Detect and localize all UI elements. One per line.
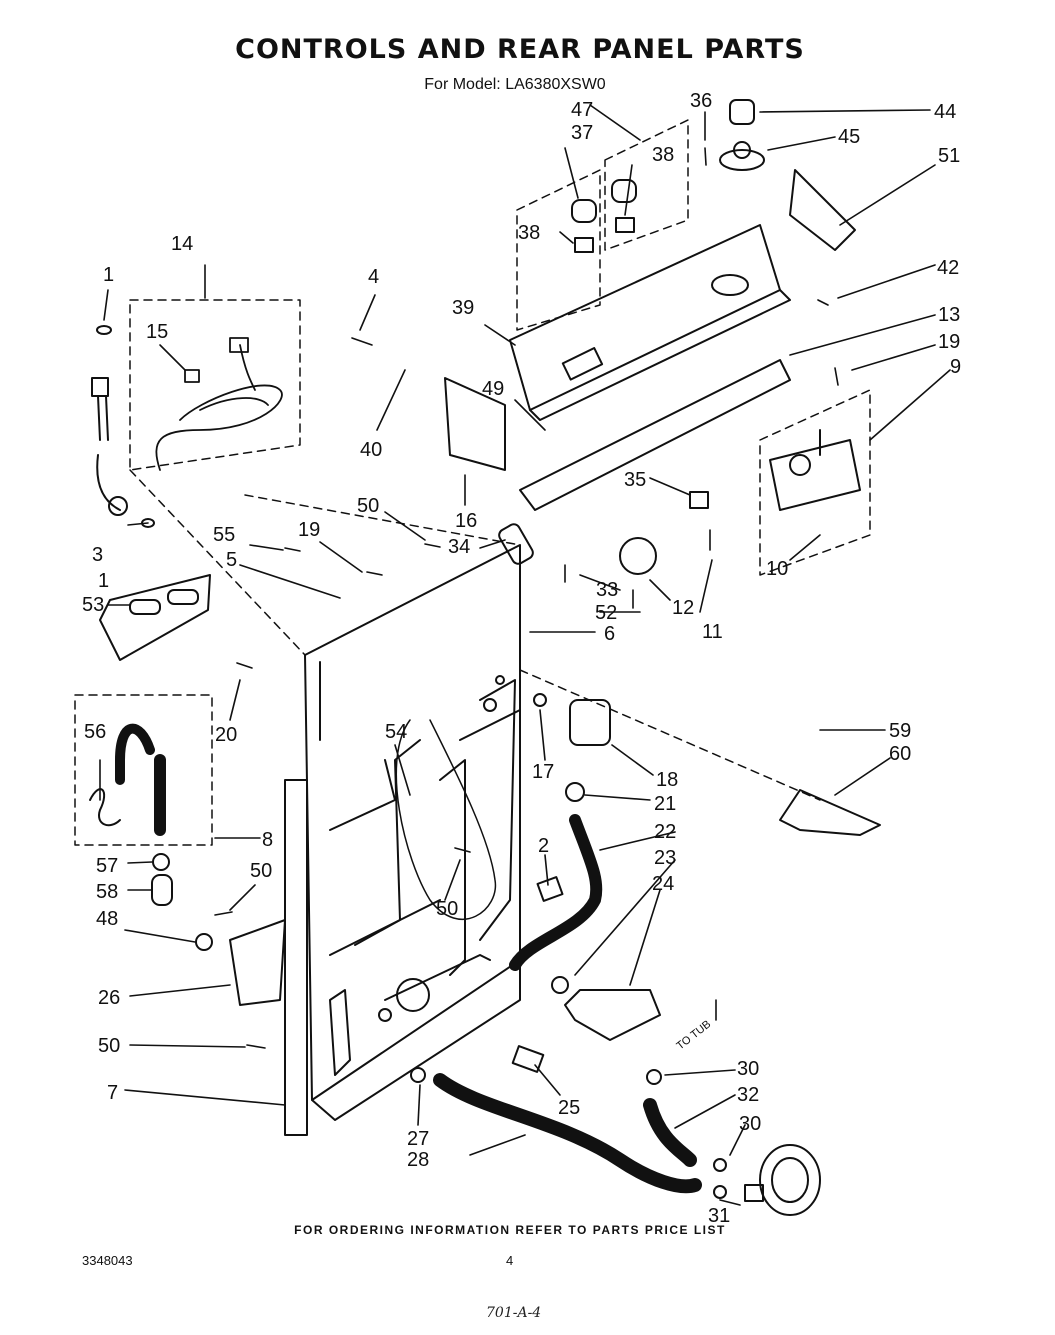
model-line: For Model: LA6380XSW0 bbox=[424, 76, 606, 93]
callout-38-left: 38 bbox=[518, 222, 540, 244]
to-tub-label: TO TUB bbox=[674, 1018, 713, 1052]
callout-24: 24 bbox=[652, 873, 674, 895]
callout-20: 20 bbox=[215, 724, 237, 746]
callout-4: 4 bbox=[368, 266, 379, 288]
callout-labels: 1 1 2 3 4 5 6 7 8 9 10 11 12 13 14 15 16… bbox=[82, 90, 961, 1227]
callout-30-bottom: 30 bbox=[739, 1113, 761, 1135]
callout-33: 33 bbox=[596, 579, 618, 601]
callout-51: 51 bbox=[938, 145, 960, 167]
callout-3: 3 bbox=[92, 544, 103, 566]
handwritten-mark: 701-A-4 bbox=[486, 1305, 542, 1321]
inlet-hose bbox=[91, 325, 155, 528]
callout-7: 7 bbox=[107, 1082, 118, 1104]
callout-56: 56 bbox=[84, 721, 106, 743]
callout-17: 17 bbox=[532, 761, 554, 783]
callout-31: 31 bbox=[708, 1205, 730, 1227]
callout-19-left: 19 bbox=[298, 519, 320, 541]
callout-2: 2 bbox=[538, 835, 549, 857]
callout-21: 21 bbox=[654, 793, 676, 815]
callout-35: 35 bbox=[624, 469, 646, 491]
callout-9: 9 bbox=[950, 356, 961, 378]
callout-42: 42 bbox=[937, 257, 959, 279]
document-number: 3348043 bbox=[82, 1253, 133, 1268]
callout-1-top: 1 bbox=[103, 264, 114, 286]
callout-18: 18 bbox=[656, 769, 678, 791]
callout-5: 5 bbox=[226, 549, 237, 571]
callout-26: 26 bbox=[98, 987, 120, 1009]
misc-parts bbox=[99, 169, 881, 1199]
callout-15: 15 bbox=[146, 321, 168, 343]
callout-32: 32 bbox=[737, 1084, 759, 1106]
callout-50-top: 50 bbox=[357, 495, 379, 517]
knobs bbox=[571, 99, 765, 253]
rear-panel bbox=[304, 544, 521, 1121]
callout-38-right: 38 bbox=[652, 144, 674, 166]
callout-27: 27 bbox=[407, 1128, 429, 1150]
callout-40: 40 bbox=[360, 439, 382, 461]
page-number: 4 bbox=[506, 1253, 514, 1268]
callout-37: 37 bbox=[571, 122, 593, 144]
callout-47: 47 bbox=[571, 99, 593, 121]
callout-14: 14 bbox=[171, 233, 193, 255]
power-cord bbox=[155, 337, 283, 471]
callout-34: 34 bbox=[448, 536, 470, 558]
callout-50-left: 50 bbox=[250, 860, 272, 882]
callout-28: 28 bbox=[407, 1149, 429, 1171]
callout-53: 53 bbox=[82, 594, 104, 616]
pump bbox=[744, 1144, 821, 1216]
timer bbox=[769, 429, 861, 511]
callout-23: 23 bbox=[654, 847, 676, 869]
callout-6: 6 bbox=[604, 623, 615, 645]
callout-59: 59 bbox=[889, 720, 911, 742]
callout-30-top: 30 bbox=[737, 1058, 759, 1080]
drain-hose bbox=[89, 723, 166, 836]
callout-19-right: 19 bbox=[938, 331, 960, 353]
callout-16: 16 bbox=[455, 510, 477, 532]
callout-55: 55 bbox=[213, 524, 235, 546]
callout-50-panel: 50 bbox=[436, 898, 458, 920]
callout-25: 25 bbox=[558, 1097, 580, 1119]
ordering-note: FOR ORDERING INFORMATION REFER TO PARTS … bbox=[294, 1223, 726, 1237]
group-outlines bbox=[74, 119, 871, 846]
callout-48: 48 bbox=[96, 908, 118, 930]
callout-10: 10 bbox=[766, 558, 788, 580]
callout-39: 39 bbox=[452, 297, 474, 319]
callout-60: 60 bbox=[889, 743, 911, 765]
callout-52: 52 bbox=[595, 602, 617, 624]
callout-8: 8 bbox=[262, 829, 273, 851]
callout-50-bottom: 50 bbox=[98, 1035, 120, 1057]
control-panel bbox=[509, 224, 791, 511]
leader-lines bbox=[99, 104, 951, 1206]
callout-54: 54 bbox=[385, 721, 407, 743]
screws bbox=[214, 147, 839, 1049]
callout-58: 58 bbox=[96, 881, 118, 903]
callout-49: 49 bbox=[482, 378, 504, 400]
callout-45: 45 bbox=[838, 126, 860, 148]
pump-outlet-hose bbox=[433, 814, 702, 1194]
callout-1-bottom: 1 bbox=[98, 570, 109, 592]
callout-22: 22 bbox=[654, 821, 676, 843]
callout-11: 11 bbox=[702, 621, 723, 643]
callout-44: 44 bbox=[934, 101, 956, 123]
callout-36: 36 bbox=[690, 90, 712, 112]
page-title: CONTROLS AND REAR PANEL PARTS bbox=[235, 34, 805, 65]
callout-57: 57 bbox=[96, 855, 118, 877]
callout-12: 12 bbox=[672, 597, 694, 619]
callout-13: 13 bbox=[938, 304, 960, 326]
